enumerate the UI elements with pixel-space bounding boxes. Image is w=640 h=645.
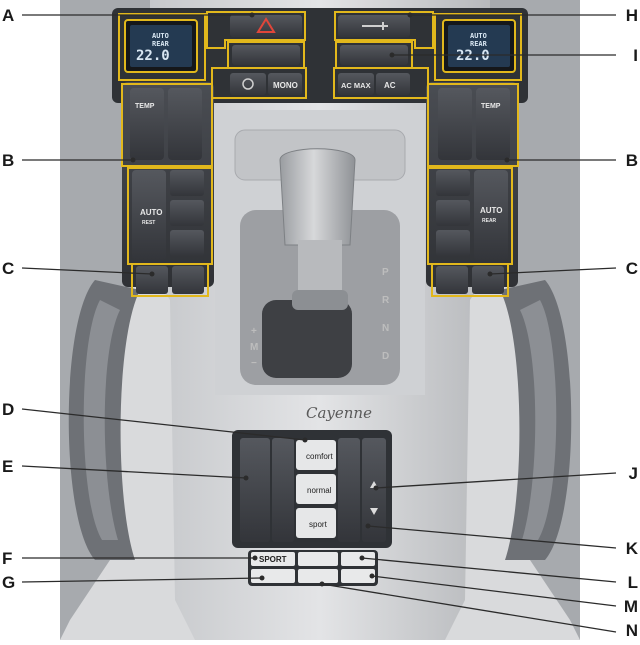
- lcd-right-auto: AUTO: [470, 32, 487, 40]
- hill-descent-button[interactable]: [341, 552, 375, 566]
- seat-heat-right[interactable]: [472, 266, 504, 294]
- gear-p: P: [382, 267, 389, 278]
- manual-minus: −: [251, 358, 257, 369]
- air-direction-lower-right[interactable]: [436, 230, 470, 256]
- temp-label-right: TEMP: [481, 103, 501, 110]
- pasm-rocker[interactable]: [338, 438, 360, 542]
- callout-i: I: [633, 46, 638, 65]
- sport-button[interactable]: [251, 552, 295, 566]
- callout-n: N: [625, 621, 638, 640]
- auto-start-stop-button[interactable]: [298, 569, 338, 583]
- ac-max-button[interactable]: [338, 73, 374, 95]
- comfort-button[interactable]: [296, 440, 336, 470]
- air-direction-upper-right[interactable]: [436, 170, 470, 196]
- gear-n: N: [382, 323, 389, 334]
- ac-max-label: AC MAX: [341, 81, 371, 90]
- fan-rocker-left[interactable]: [168, 88, 202, 160]
- callout-c-left: C: [2, 259, 15, 278]
- manual-m: M: [250, 342, 258, 353]
- right-button-strip: TEMP AUTO REAR: [426, 82, 518, 294]
- key-icon: [362, 22, 388, 30]
- height-down-icon: [370, 508, 378, 515]
- hazard-button[interactable]: [230, 15, 302, 37]
- mono-label: MONO: [273, 81, 298, 90]
- auto-rear-rear: REAR: [482, 218, 497, 224]
- front-defrost-button[interactable]: [340, 45, 408, 65]
- offroad-button-stack[interactable]: [240, 438, 270, 542]
- callout-g: G: [2, 573, 16, 592]
- park-assist-button[interactable]: [251, 569, 295, 583]
- ride-height-rocker[interactable]: [362, 438, 386, 542]
- callout-a: A: [2, 6, 15, 25]
- air-direction-lower-left[interactable]: [170, 230, 204, 256]
- lcd-right-temp: 22.0: [456, 48, 490, 64]
- rear-defrost-button[interactable]: [232, 45, 300, 65]
- callout-b-right: B: [625, 151, 638, 170]
- spoiler-button[interactable]: [341, 569, 375, 583]
- seat-vent-left[interactable]: [172, 266, 204, 294]
- left-button-strip: TEMP AUTO REST: [122, 82, 214, 294]
- ac-button[interactable]: [376, 73, 410, 95]
- auto-rear-auto: AUTO: [480, 206, 503, 215]
- callout-l: L: [627, 573, 638, 592]
- ac-label: AC: [384, 81, 396, 90]
- lcd-left-auto: AUTO: [152, 32, 169, 40]
- air-direction-middle-left[interactable]: [170, 200, 204, 226]
- lcd-right-rear: REAR: [470, 40, 488, 48]
- lcd-left-temp: 22.0: [136, 48, 170, 64]
- temp-rocker-right[interactable]: [476, 88, 510, 160]
- callout-dots: [130, 12, 510, 587]
- auto-rest-rest: REST: [142, 220, 155, 226]
- callout-b-left: B: [2, 151, 15, 170]
- level-rocker[interactable]: [272, 438, 294, 542]
- sport-button-label: SPORT: [259, 555, 287, 564]
- auto-rest-button[interactable]: [132, 170, 166, 260]
- air-direction-middle-right[interactable]: [436, 200, 470, 226]
- callout-c-right: C: [625, 259, 638, 278]
- callout-d: D: [2, 400, 15, 419]
- climate-panel: [112, 8, 528, 103]
- callout-lines: [21, 14, 617, 633]
- lcd-right: [442, 19, 516, 73]
- callout-j: J: [628, 464, 638, 483]
- normal-label: normal: [307, 486, 332, 495]
- seat-vent-right[interactable]: [436, 266, 468, 294]
- callout-h: H: [625, 6, 638, 25]
- bottom-button-rows: SPORT: [248, 550, 378, 586]
- recirculation-button[interactable]: [230, 73, 266, 95]
- gear-r: R: [382, 295, 390, 306]
- sport-selector-button[interactable]: [296, 508, 336, 538]
- lcd-left: [124, 19, 198, 73]
- highlight-frames-side: [118, 13, 522, 297]
- callout-f: F: [2, 549, 13, 568]
- seat-heat-left[interactable]: [136, 266, 168, 294]
- mono-button[interactable]: [268, 73, 302, 95]
- center-button-cluster: MONO AC MAX AC: [230, 15, 410, 95]
- drive-panel: comfort normal sport: [232, 430, 392, 548]
- auto-rest-auto: AUTO: [140, 208, 163, 217]
- temp-rocker-left[interactable]: [130, 88, 164, 160]
- air-direction-upper-left[interactable]: [170, 170, 204, 196]
- lcd-left-rear: REAR: [152, 40, 170, 48]
- comfort-label: comfort: [306, 452, 333, 461]
- auto-rear-button[interactable]: [474, 170, 508, 260]
- recirculation-icon: [242, 78, 254, 90]
- callout-k: K: [625, 539, 638, 558]
- callout-m: M: [623, 597, 638, 616]
- hazard-icon: [256, 17, 276, 33]
- gear-lever[interactable]: [279, 148, 356, 246]
- manual-plus: +: [251, 326, 257, 337]
- temp-label-left: TEMP: [135, 103, 155, 110]
- gear-d: D: [382, 351, 389, 362]
- fan-rocker-right[interactable]: [438, 88, 472, 160]
- callout-e: E: [2, 457, 14, 476]
- gear-selector: [215, 110, 425, 395]
- psm-button[interactable]: [298, 552, 338, 566]
- brand-script: Cayenne: [306, 404, 372, 422]
- sport-selector-label: sport: [309, 520, 328, 529]
- normal-button[interactable]: [296, 474, 336, 504]
